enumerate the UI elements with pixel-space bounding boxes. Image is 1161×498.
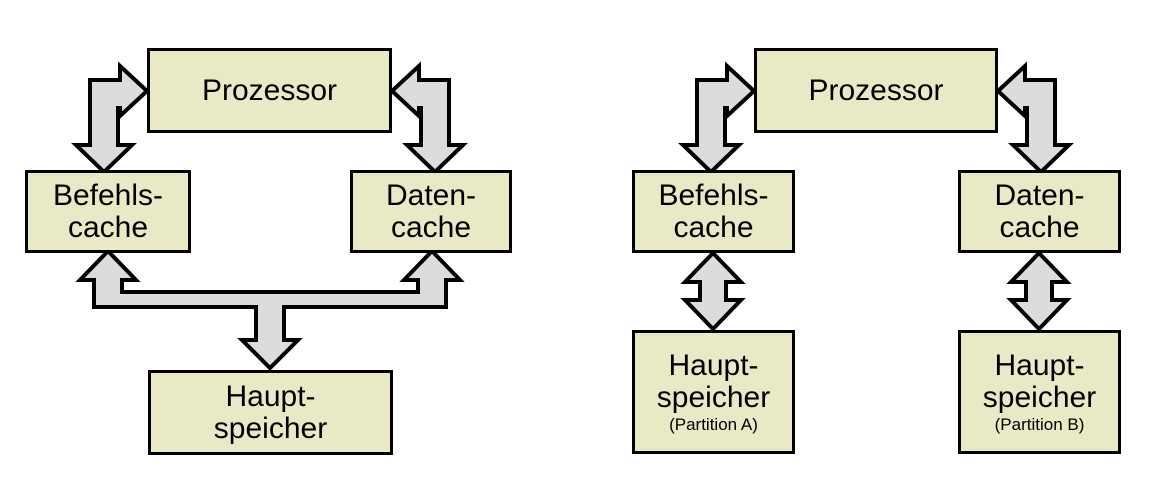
connector-processor-datencache-icon — [995, 61, 1074, 175]
node-processor-unified[interactable]: Prozessor — [147, 48, 392, 133]
node-label-partition: (Partition A) — [669, 414, 758, 434]
connector-processor-datencache-icon — [389, 61, 468, 175]
node-label-line2: cache — [390, 210, 472, 244]
node-datencache-unified[interactable]: Daten- cache — [350, 170, 512, 253]
node-label: Prozessor — [201, 73, 338, 107]
node-label-line1: Daten- — [994, 179, 1085, 213]
node-hauptspeicher-partition-a[interactable]: Haupt- speicher (Partition A) — [632, 330, 795, 454]
node-label-line2: speicher — [982, 380, 1097, 414]
node-label: Prozessor — [808, 73, 944, 107]
diagram-panel-unified: Prozessor Befehls- cache Daten- cache Ha… — [0, 0, 580, 498]
node-label-line1: Haupt- — [668, 349, 759, 383]
node-label-line2: cache — [67, 210, 149, 244]
connector-caches-hauptspeicher-icon — [75, 248, 465, 371]
diagram-panel-partitioned: Prozessor Befehls- cache Daten- cache Ha… — [580, 0, 1161, 498]
node-label-line1: Haupt- — [994, 349, 1085, 383]
connector-processor-befehlscache-icon — [678, 61, 757, 175]
node-label-line2: cache — [999, 210, 1080, 244]
node-label-partition: (Partition B) — [994, 414, 1085, 434]
node-label-line1: Befehls- — [658, 179, 769, 213]
node-label-line2: speicher — [656, 380, 771, 414]
node-befehlscache-unified[interactable]: Befehls- cache — [25, 170, 191, 253]
connector-befehlscache-hauptspeicher-a-icon — [680, 250, 746, 332]
node-befehlscache-partitioned[interactable]: Befehls- cache — [632, 170, 795, 253]
node-label-line1: Befehls- — [52, 179, 164, 213]
node-hauptspeicher-unified[interactable]: Haupt- speicher — [148, 370, 393, 455]
node-label-line2: cache — [673, 210, 754, 244]
node-label-line1: Haupt- — [225, 380, 316, 414]
node-datencache-partitioned[interactable]: Daten- cache — [958, 170, 1121, 253]
node-processor-partitioned[interactable]: Prozessor — [754, 48, 998, 133]
node-label-line1: Daten- — [385, 179, 477, 213]
node-hauptspeicher-partition-b[interactable]: Haupt- speicher (Partition B) — [958, 330, 1121, 454]
node-label-line2: speicher — [213, 411, 328, 445]
connector-processor-befehlscache-icon — [71, 61, 150, 175]
connector-datencache-hauptspeicher-b-icon — [1006, 250, 1072, 332]
